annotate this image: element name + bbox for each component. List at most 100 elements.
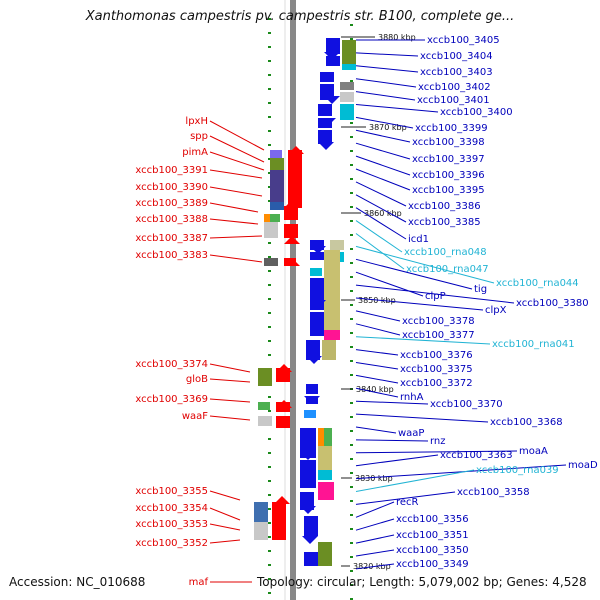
tick-dot — [268, 494, 271, 496]
left-gene-label: xccb100_3369 — [135, 394, 208, 405]
right-gene-label: xccb100_3397 — [412, 154, 485, 165]
tick-dot — [268, 438, 271, 440]
tick-dot — [350, 542, 353, 544]
right-gene-label: rnz — [430, 436, 446, 447]
gene-direction-arrow — [284, 258, 300, 266]
left-gene-label: xccb100_3354 — [135, 503, 208, 514]
right-gene-label: xccb100_3398 — [412, 137, 485, 148]
right-gene-leader — [355, 155, 411, 176]
right-gene-leader — [355, 549, 395, 557]
tick-dot — [268, 186, 271, 188]
tick-dot — [350, 416, 353, 418]
right-gene-leader — [355, 349, 399, 356]
right-gene-label: xccb100_3385 — [408, 217, 481, 228]
tick-dot — [350, 556, 353, 558]
tick-dot — [350, 262, 353, 264]
gene-block — [270, 170, 284, 184]
right-gene-label: xccb100_3349 — [396, 559, 469, 570]
gene-block — [310, 240, 324, 250]
gene-direction-arrow — [324, 52, 340, 60]
tick-dot — [268, 480, 271, 482]
right-gene-label: xccb100_3400 — [440, 107, 513, 118]
tick-dot — [268, 564, 271, 566]
right-gene-leader — [355, 563, 395, 570]
tick-dot — [268, 410, 271, 412]
gene-block — [270, 214, 280, 222]
gene-block — [310, 268, 322, 276]
tick-dot — [268, 508, 271, 510]
right-gene-leader — [355, 271, 424, 297]
tick-dot — [350, 374, 353, 376]
tick-dot — [268, 116, 271, 118]
right-gene-leader — [355, 297, 484, 311]
right-gene-label: tig — [474, 284, 487, 295]
tick-dot — [268, 130, 271, 132]
tick-dot — [350, 192, 353, 194]
tick-dot — [268, 284, 271, 286]
kbp-tick-label: 3870 kbp — [369, 123, 407, 132]
gene-block — [288, 166, 302, 178]
right-gene-leader — [355, 491, 456, 505]
tick-dot — [268, 396, 271, 398]
tick-dot — [350, 248, 353, 250]
tick-dot — [268, 354, 271, 356]
gene-direction-arrow — [318, 142, 334, 150]
left-gene-label: xccb100_3374 — [135, 359, 208, 370]
right-gene-label: xccb100_rna047 — [406, 264, 489, 275]
gene-direction-arrow — [310, 300, 326, 308]
right-gene-label: waaP — [398, 428, 424, 439]
gene-block — [342, 40, 356, 64]
tick-dot — [268, 550, 271, 552]
tick-dot — [350, 318, 353, 320]
gene-direction-arrow — [324, 96, 340, 104]
kbp-tick-label: 3880 kbp — [378, 33, 416, 42]
left-gene-leader — [209, 523, 241, 531]
gene-block — [330, 240, 344, 250]
right-gene-leader — [355, 454, 439, 467]
gene-block — [310, 312, 324, 336]
right-gene-label: xccb100_3403 — [420, 67, 493, 78]
right-gene-label: xccb100_3368 — [490, 417, 563, 428]
tick-dot — [350, 220, 353, 222]
tick-dot — [350, 164, 353, 166]
left-gene-label: xccb100_3387 — [135, 233, 208, 244]
tick-dot — [350, 178, 353, 180]
gene-direction-arrow — [310, 246, 326, 254]
left-gene-leader — [209, 363, 251, 373]
tick-dot — [350, 472, 353, 474]
gene-block — [318, 470, 332, 480]
gene-block — [340, 104, 354, 120]
left-gene-leader — [209, 186, 263, 197]
right-gene-leader — [355, 116, 414, 129]
right-gene-leader — [355, 374, 399, 384]
gene-block — [258, 416, 272, 426]
right-gene-leader — [355, 78, 417, 88]
right-gene-label: xccb100_3376 — [400, 350, 473, 361]
gene-block — [320, 72, 334, 82]
gene-direction-arrow — [276, 364, 292, 372]
right-gene-leader — [355, 65, 419, 73]
tick-dot — [350, 150, 353, 152]
tick-dot — [268, 326, 271, 328]
gene-block — [340, 82, 354, 90]
gene-block — [318, 428, 324, 446]
right-gene-label: clpX — [485, 305, 507, 316]
tick-dot — [268, 172, 271, 174]
gene-direction-arrow — [284, 236, 300, 244]
gene-direction-arrow — [306, 356, 322, 364]
gene-block — [326, 56, 340, 66]
right-gene-leader — [355, 233, 405, 270]
tick-dot — [350, 402, 353, 404]
tick-dot — [268, 312, 271, 314]
accession-text: Accession: NC_010688 — [9, 575, 146, 589]
gene-block — [320, 84, 334, 92]
right-gene-leader — [355, 168, 411, 191]
tick-dot — [268, 158, 271, 160]
left-gene-leader — [209, 151, 265, 171]
gene-block — [324, 300, 340, 330]
tick-dot — [350, 430, 353, 432]
gene-direction-arrow — [304, 396, 320, 404]
right-gene-label: xccb100_3401 — [417, 95, 490, 106]
gene-block — [264, 258, 278, 266]
left-gene-leader — [209, 218, 259, 225]
